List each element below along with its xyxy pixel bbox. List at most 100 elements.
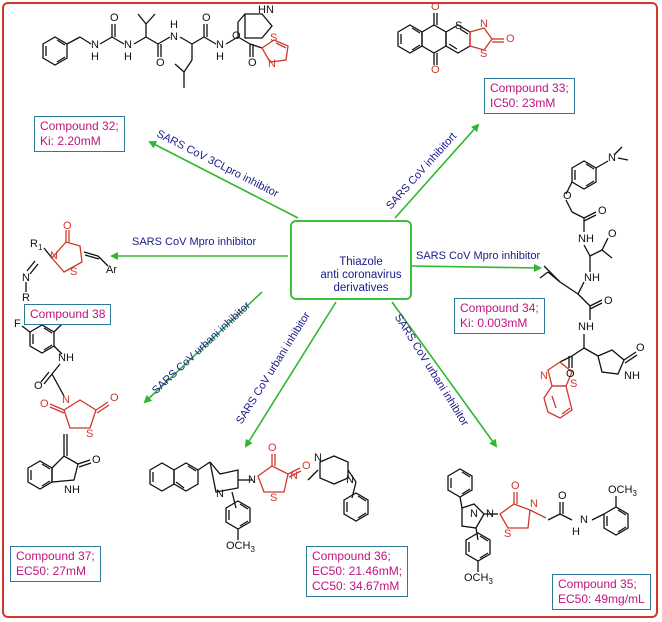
- center-node: [290, 220, 412, 300]
- atom-h: H: [216, 51, 224, 63]
- atom-o: O: [156, 57, 165, 69]
- structure-38: [25, 247, 109, 292]
- atom-o: O: [566, 368, 575, 380]
- atom-o: O: [110, 392, 119, 404]
- atom-o: O: [40, 398, 49, 410]
- structure-36: [149, 455, 369, 540]
- atom-s: S: [270, 32, 278, 44]
- thiazolidinone-38: [51, 230, 83, 273]
- compound-36-name: Compound 36;: [312, 549, 391, 563]
- compound-34-name: Compound 34;: [460, 301, 539, 315]
- atom-h: H: [572, 526, 580, 538]
- compound-37-box: Compound 37; EC50: 27mM: [10, 546, 101, 582]
- compound-35-value: EC50: 49mg/mL: [558, 592, 645, 606]
- atom-o: O: [598, 205, 607, 217]
- compound-35-name: Compound 35;: [558, 577, 637, 591]
- arrows: [110, 123, 542, 448]
- atom-s: S: [570, 378, 578, 390]
- compound-37-value: EC50: 27mM: [16, 564, 87, 578]
- atom-n: N: [608, 152, 616, 164]
- atom-n: N: [22, 272, 30, 284]
- atom-o: O: [268, 442, 277, 454]
- atom-f: F: [14, 318, 21, 330]
- atom-n: N: [248, 474, 256, 486]
- arrow-to-32: [148, 141, 299, 219]
- atom-nh: NH: [64, 484, 80, 496]
- atom-n: N: [486, 508, 494, 520]
- atom-och3: OCH3: [464, 572, 493, 587]
- thiazole-32: [261, 39, 289, 63]
- compound-34-box: Compound 34; Ki: 0.003mM: [454, 298, 545, 334]
- atom-n: N: [580, 514, 588, 526]
- thiazolidinone-35: [499, 492, 547, 529]
- atom-n: N: [170, 31, 178, 43]
- compound-33-box: Compound 33; IC50: 23mM: [484, 78, 575, 114]
- arrow-label-34: SARS CoV Mpro inhibitor: [416, 250, 541, 262]
- atom-s: S: [455, 20, 463, 32]
- atom-n: N: [540, 370, 548, 382]
- atom-o: O: [248, 57, 257, 69]
- atom-n: N: [290, 470, 298, 482]
- compound-36-value: EC50: 21.46mM;: [312, 564, 403, 578]
- atom-o: O: [506, 33, 515, 45]
- center-line-2: anti coronavirus: [320, 269, 402, 281]
- atom-o: O: [232, 30, 241, 42]
- atom-n: N: [216, 488, 224, 500]
- atom-s: S: [480, 48, 488, 60]
- arrow-label-38: SARS CoV Mpro inhibitor: [132, 236, 257, 248]
- atom-n: N: [62, 394, 70, 406]
- atom-och3: OCH3: [608, 484, 637, 499]
- atom-o: O: [202, 12, 211, 24]
- thiazolidinedione-37: [49, 399, 110, 429]
- atom-o: O: [558, 490, 567, 502]
- atom-hn: HN: [258, 4, 274, 16]
- atom-s: S: [86, 428, 94, 440]
- atom-nh: NH: [578, 321, 594, 333]
- compound-32-box: Compound 32; Ki: 2.20mM: [34, 116, 125, 152]
- center-label: Thiazole anti coronavirus derivatives: [316, 256, 406, 295]
- atom-nh: NH: [578, 233, 594, 245]
- compound-35-box: Compound 35; EC50: 49mg/mL: [552, 574, 651, 610]
- compound-36-box: Compound 36; EC50: 21.46mM; CC50: 34.67m…: [306, 546, 409, 597]
- atom-r: R: [22, 292, 30, 304]
- compound-32-value: Ki: 2.20mM: [40, 134, 101, 148]
- atom-n: N: [480, 18, 488, 30]
- compound-34-value: Ki: 0.003mM: [460, 316, 528, 330]
- atom-nh: NH: [584, 272, 600, 284]
- compound-33-value: IC50: 23mM: [490, 96, 556, 110]
- atom-o: O: [608, 228, 617, 240]
- arrow-to-33: [394, 123, 480, 219]
- atom-o: O: [431, 64, 440, 76]
- atom-n: N: [346, 474, 354, 486]
- atom-s: S: [70, 266, 78, 278]
- center-line-3: derivatives: [333, 282, 389, 294]
- atom-n: N: [470, 508, 478, 520]
- atom-o: O: [511, 480, 520, 492]
- atom-o: O: [92, 454, 101, 466]
- atom-o: O: [604, 295, 613, 307]
- atom-o: O: [63, 220, 72, 232]
- atom-n: N: [50, 250, 58, 262]
- atom-o: O: [110, 12, 119, 24]
- atom-n: N: [314, 452, 322, 464]
- atom-nh: NH: [624, 370, 640, 382]
- atom-h: H: [124, 51, 132, 63]
- arrow-to-35: [391, 301, 498, 448]
- structure-34: [539, 146, 638, 375]
- arrow-to-36: [244, 301, 337, 448]
- atom-ar: Ar: [106, 264, 117, 276]
- atom-o: O: [563, 190, 572, 202]
- compound-38-name: Compound 38: [30, 307, 106, 321]
- center-line-1: Thiazole: [339, 256, 383, 268]
- atom-n: N: [216, 39, 224, 51]
- atom-n: N: [124, 39, 132, 51]
- thiazolidinedione-36: [257, 454, 302, 493]
- atom-o: O: [302, 460, 311, 472]
- compound-33-name: Compound 33;: [490, 81, 569, 95]
- arrow-to-34: [411, 263, 542, 272]
- atom-h: H: [91, 51, 99, 63]
- atom-o: O: [636, 342, 645, 354]
- compound-36-value-2: CC50: 34.67mM: [312, 579, 400, 593]
